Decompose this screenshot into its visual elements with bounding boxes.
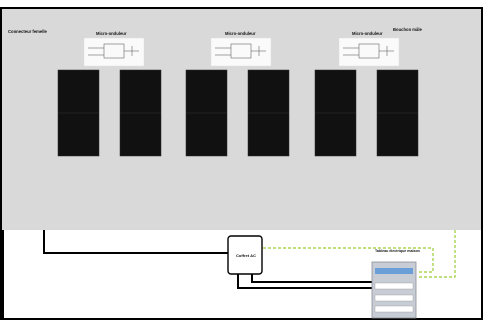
breaker-row bbox=[374, 282, 414, 290]
microinverter-schematic bbox=[83, 37, 145, 67]
breaker-row bbox=[374, 294, 414, 302]
microinverter-2: Micro-onduleur bbox=[210, 31, 272, 67]
electrical-panel: Tableau électrique maison bbox=[371, 249, 420, 319]
electrical-panel-label: Tableau électrique maison bbox=[375, 249, 420, 253]
breaker-row bbox=[375, 268, 413, 274]
breaker-row bbox=[374, 305, 414, 313]
microinverter-schematic bbox=[210, 37, 272, 67]
ac-trunk-cable bbox=[43, 230, 228, 254]
microinverter-label: Micro-onduleur bbox=[352, 31, 383, 36]
microinverter-wiring-icon bbox=[88, 43, 139, 59]
microinverter-wiring-icon bbox=[215, 43, 266, 59]
ground-wire bbox=[263, 230, 456, 278]
female-connector-label: Connecteur femelle bbox=[8, 29, 48, 34]
ac-output-cable bbox=[237, 274, 377, 289]
microinverter-label: Micro-onduleur bbox=[225, 31, 256, 36]
male-end-cap-label: Bouchon mâle bbox=[393, 27, 423, 32]
microinverter-label: Micro-onduleur bbox=[96, 31, 127, 36]
microinverter-1: Micro-onduleur bbox=[83, 31, 145, 67]
ac-box-body bbox=[227, 235, 263, 275]
ac-box: Coffret AC bbox=[227, 235, 263, 275]
microinverter-schematic bbox=[338, 37, 400, 67]
microinverter-wiring-icon bbox=[343, 43, 394, 59]
ac-box-label: Coffret AC bbox=[236, 253, 256, 258]
microinverter-3: Micro-onduleur bbox=[338, 31, 400, 67]
